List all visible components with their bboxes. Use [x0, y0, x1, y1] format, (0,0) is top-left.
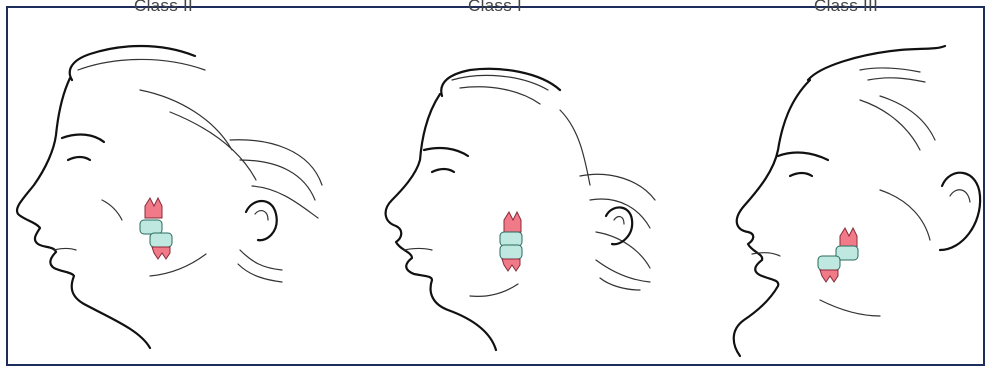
molar-relation-class-iii	[818, 228, 858, 282]
ear-class-iii	[940, 173, 980, 250]
hair-class-iii	[808, 46, 945, 80]
molar-relation-class-ii	[140, 198, 172, 259]
face-outline-class-iii	[734, 80, 810, 356]
face-outline-class-ii	[17, 78, 150, 348]
hair-class-i	[441, 69, 560, 96]
profile-class-iii	[734, 46, 980, 356]
ear-class-ii	[246, 201, 277, 240]
profile-class-i	[386, 69, 655, 350]
molar-relation-class-i	[500, 212, 522, 271]
face-outline-class-i	[386, 94, 496, 350]
profile-class-ii	[17, 46, 322, 348]
ear-class-i	[606, 207, 632, 244]
